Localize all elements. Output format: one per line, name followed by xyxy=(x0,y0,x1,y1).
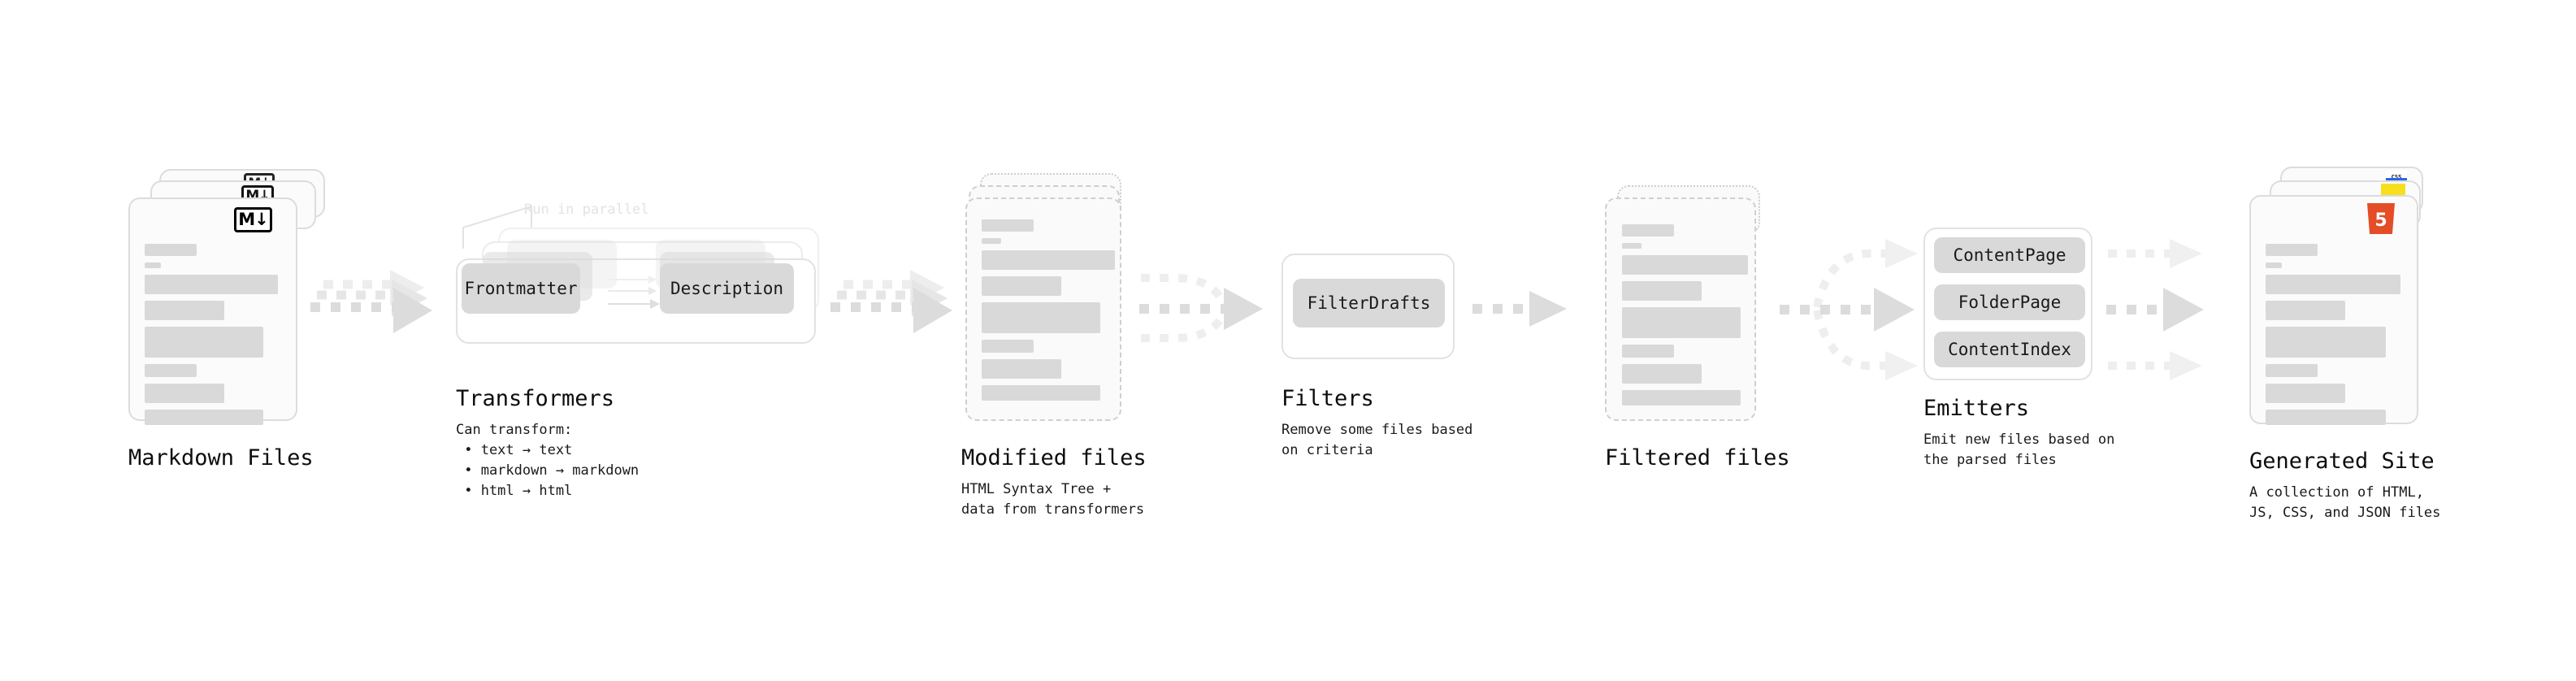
transformer-node-frontmatter[interactable]: Frontmatter xyxy=(462,263,580,314)
run-in-parallel-bracket xyxy=(462,205,532,249)
stage-title-modified-files: Modified files xyxy=(961,445,1147,471)
connector-modified-to-filters xyxy=(1139,274,1263,342)
css-icon-bar xyxy=(2386,178,2407,180)
modified-placeholder-lines xyxy=(982,219,1118,407)
css-icon-label: CSS xyxy=(2391,174,2402,180)
stage-title-filters: Filters xyxy=(1281,386,1374,411)
html5-icon-digit: 5 xyxy=(2374,210,2387,231)
transformer-internal-arrows xyxy=(608,275,660,309)
connector-filters-to-filtered xyxy=(1472,291,1567,327)
css-icon: CSS xyxy=(2386,171,2407,180)
stage-subtitle-generated-site: A collection of HTML, JS, CSS, and JSON … xyxy=(2249,484,2441,521)
stage-subtitle-modified-files: HTML Syntax Tree + data from transformer… xyxy=(961,481,1145,518)
transformer-node-description[interactable]: Description xyxy=(660,263,794,314)
emitter-node-contentpage[interactable]: ContentPage xyxy=(1934,237,2085,273)
stage-title-emitters: Emitters xyxy=(1923,396,2030,421)
stage-title-generated-site: Generated Site xyxy=(2249,449,2435,474)
emitter-node-folderpage[interactable]: FolderPage xyxy=(1934,284,2085,320)
stage-subtitle-transformers: Can transform: • text → text • markdown … xyxy=(456,422,640,499)
js-icon xyxy=(2381,184,2405,197)
connector-md-to-transformers xyxy=(310,270,432,333)
connector-filtered-to-emitters xyxy=(1780,239,1918,380)
site-placeholder-lines xyxy=(2266,244,2410,432)
emitter-node-contentindex[interactable]: ContentIndex xyxy=(1934,332,2085,367)
connector-transformers-to-modified xyxy=(830,270,952,333)
markdown-placeholder-lines xyxy=(145,244,281,432)
stage-title-markdown-files: Markdown Files xyxy=(128,445,314,471)
stage-subtitle-emitters: Emit new files based on the parsed files xyxy=(1923,432,2115,468)
html5-icon: HTML 5 xyxy=(2367,203,2395,234)
filtered-placeholder-lines xyxy=(1622,224,1759,412)
markdown-icon: M↓ xyxy=(234,207,272,232)
stage-subtitle-filters: Remove some files based on criteria xyxy=(1281,422,1473,458)
run-in-parallel-label: Run in parallel xyxy=(524,202,649,218)
stage-title-transformers: Transformers xyxy=(456,386,615,411)
filter-node-filterdrafts[interactable]: FilterDrafts xyxy=(1293,279,1445,327)
stage-title-filtered-files: Filtered files xyxy=(1605,445,1790,471)
connector-emitters-to-site xyxy=(2106,239,2204,380)
